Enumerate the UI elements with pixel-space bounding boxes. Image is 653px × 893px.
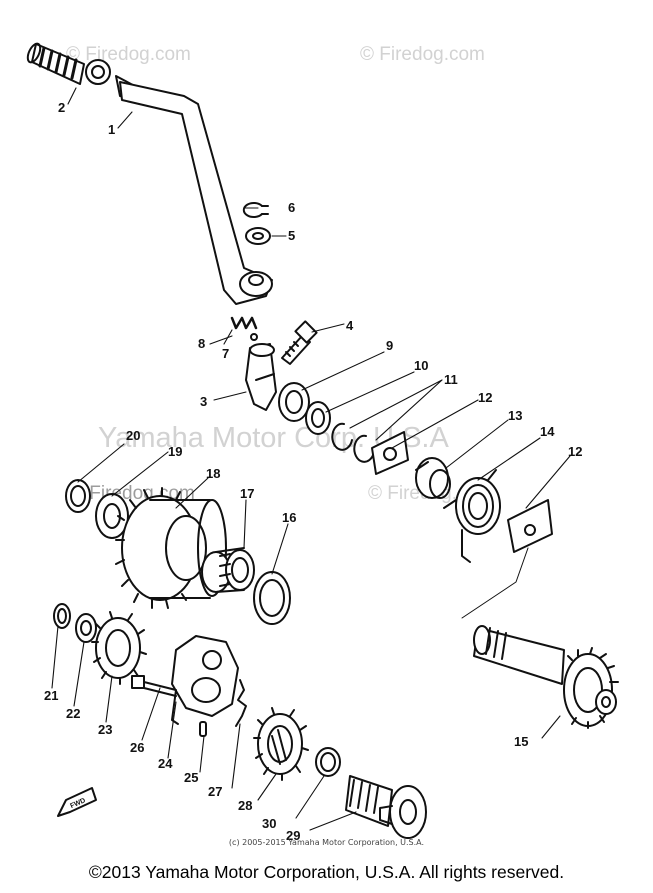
callout-18: 18 xyxy=(206,466,220,481)
circlip-20 xyxy=(65,479,91,513)
callout-23: 23 xyxy=(98,722,112,737)
callout-3: 3 xyxy=(200,394,207,409)
callout-14: 14 xyxy=(540,424,555,439)
callout-19: 19 xyxy=(168,444,182,459)
ball-7 xyxy=(250,333,258,341)
torsion-spring-14 xyxy=(455,469,501,563)
callout-30: 30 xyxy=(262,816,276,831)
kick-axle-15 xyxy=(473,625,619,729)
callout-24: 24 xyxy=(158,756,173,771)
callout-25: 25 xyxy=(184,770,198,785)
circlip-6 xyxy=(242,202,269,218)
clip-11b xyxy=(353,434,375,463)
clip-11a xyxy=(331,422,353,451)
spacer-13 xyxy=(415,457,457,509)
callout-10: 10 xyxy=(414,358,428,373)
callout-8: 8 xyxy=(198,336,205,351)
washer-10 xyxy=(305,401,331,435)
callout-13: 13 xyxy=(508,408,522,423)
callout-28: 28 xyxy=(238,798,252,813)
watermark-top-right: © Firedog.com xyxy=(360,44,485,65)
footer-copyright: ©2013 Yamaha Motor Corporation, U.S.A. A… xyxy=(88,862,565,882)
kick-gear-18 xyxy=(115,487,227,609)
callout-15: 15 xyxy=(514,734,528,749)
fwd-arrow xyxy=(57,787,97,817)
callout-9: 9 xyxy=(386,338,393,353)
bolt-4 xyxy=(281,320,318,365)
circlip-21 xyxy=(53,603,71,629)
callout-7: 7 xyxy=(222,346,229,361)
washer-16 xyxy=(253,571,291,625)
kick-crank xyxy=(115,75,273,305)
plate-12a xyxy=(371,431,409,475)
callout-26: 26 xyxy=(130,740,144,755)
callout-12b: 12 xyxy=(568,444,582,459)
copyright-credit: (c) 2005-2015 Yamaha Motor Corporation, … xyxy=(228,838,425,847)
leader-axle-plate xyxy=(461,547,529,619)
pin-25 xyxy=(199,721,207,737)
spring-27 xyxy=(235,679,247,727)
callout-16: 16 xyxy=(282,510,296,525)
circlip-30 xyxy=(315,747,341,777)
callout-11: 11 xyxy=(444,372,458,387)
washer-19 xyxy=(95,493,129,539)
callout-2: 2 xyxy=(58,100,65,115)
callout-21: 21 xyxy=(44,688,58,703)
kick-boss-3 xyxy=(245,343,277,411)
gear-28 xyxy=(253,707,309,781)
callout-6: 6 xyxy=(288,200,295,215)
plate-12b xyxy=(507,499,553,553)
washer-22 xyxy=(75,613,97,643)
spring-8 xyxy=(230,316,258,330)
kick-grip xyxy=(26,42,111,85)
ratchet-guide-24 xyxy=(171,635,239,725)
bolt-26 xyxy=(131,675,177,697)
bearing-9 xyxy=(278,382,310,422)
callout-29: 29 xyxy=(286,828,300,843)
callout-1: 1 xyxy=(108,122,115,137)
callout-12a: 12 xyxy=(478,390,492,405)
needle-bearing-17 xyxy=(201,547,255,593)
washer-5 xyxy=(245,227,271,245)
callout-4: 4 xyxy=(346,318,354,333)
gear-23 xyxy=(91,611,147,685)
callout-17: 17 xyxy=(240,486,254,501)
callout-27: 27 xyxy=(208,784,222,799)
callout-20: 20 xyxy=(126,428,140,443)
callout-5: 5 xyxy=(288,228,295,243)
callout-22: 22 xyxy=(66,706,80,721)
idler-gear-29 xyxy=(345,775,427,839)
